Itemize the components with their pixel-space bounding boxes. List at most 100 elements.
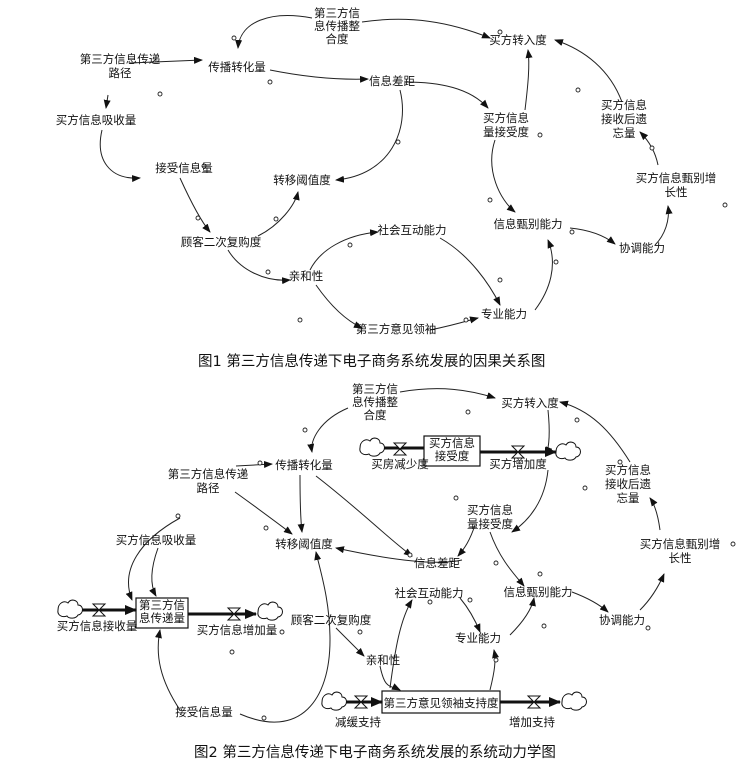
edge-f2 — [399, 388, 496, 399]
marker-dot — [347, 242, 353, 248]
edge-f2 — [545, 409, 553, 456]
node-label: 顾客二次复购度 — [291, 613, 372, 627]
node-label: 买方信息吸收量 — [116, 533, 197, 547]
node-label: 买方转入度 — [489, 33, 547, 47]
node-label: 顾客二次复购度 — [181, 235, 262, 249]
node-label: 第三方信息传递路径 — [168, 467, 249, 495]
edge-f2 — [379, 665, 401, 691]
node-label: 买方信息增加量 — [197, 623, 278, 637]
edge-f2 — [315, 475, 413, 557]
edge-f2 — [335, 546, 463, 563]
marker-dot — [257, 460, 263, 466]
marker-dot — [231, 35, 237, 41]
marker-dot — [297, 317, 303, 323]
marker-dot — [395, 139, 401, 145]
edge-f2 — [559, 400, 631, 463]
edge-f2 — [297, 474, 305, 533]
edge-f1 — [309, 229, 379, 271]
edge-f1 — [639, 131, 659, 166]
node-label: 买方信息接受度 — [429, 436, 475, 463]
edge-f2 — [125, 517, 181, 601]
node-label: 买方信息接收量 — [57, 619, 138, 633]
node-label: 接受信息量 — [175, 705, 233, 719]
sink-cloud-icon — [561, 691, 587, 711]
node-label: 专业能力 — [455, 631, 501, 645]
node-label: 专业能力 — [481, 307, 527, 321]
marker-dot — [493, 657, 499, 663]
edge-f1 — [235, 15, 313, 49]
node-label: 买方信息甄别增长性 — [640, 537, 721, 565]
node-label: 信息甄别能力 — [504, 585, 573, 599]
edge-f2 — [649, 497, 661, 531]
edge-f2 — [149, 547, 159, 597]
node-label: 转移阈值度 — [273, 173, 331, 187]
edge-f2 — [639, 573, 665, 611]
marker-dot — [453, 495, 459, 501]
marker-dot — [649, 145, 655, 151]
figure1-caption: 图1 第三方信息传递下电子商务系统发展的因果关系图 — [198, 352, 545, 370]
node-label: 协调能力 — [619, 241, 665, 255]
edge-f1 — [315, 284, 363, 329]
marker-dot — [467, 597, 473, 603]
marker-dot — [553, 259, 559, 265]
node-label: 传播转化量 — [275, 458, 333, 472]
edge-f2 — [459, 597, 481, 633]
edge-f1 — [335, 89, 403, 183]
edge-f1 — [491, 139, 516, 213]
edge-f1 — [439, 237, 501, 306]
edge-f1 — [534, 239, 555, 311]
node-label: 买方信息吸收量 — [56, 113, 137, 127]
node-label: 第三方信息传播整合度 — [352, 382, 398, 422]
node-label: 买方信息量接受度 — [467, 503, 513, 531]
marker-dot — [229, 649, 235, 655]
edge-f2 — [571, 591, 609, 613]
marker-dot — [722, 202, 728, 208]
edge-f1 — [269, 69, 369, 83]
marker-dot — [267, 79, 273, 85]
node-label: 信息差距 — [369, 74, 415, 88]
node-label: 买房减少度 — [371, 457, 429, 471]
marker-dot — [582, 485, 588, 491]
valve-icon — [91, 603, 107, 617]
node-label: 信息差距 — [414, 556, 460, 570]
source-cloud-icon — [57, 599, 83, 619]
node-label: 减缓支持 — [335, 715, 381, 729]
node-label: 亲和性 — [289, 269, 324, 283]
source-cloud-icon — [359, 437, 385, 457]
marker-dot — [487, 197, 493, 203]
marker-dot — [261, 715, 267, 721]
edge-f1 — [524, 49, 533, 111]
edge-f1 — [429, 316, 479, 331]
edge-f2 — [239, 551, 331, 723]
edge-f1 — [227, 249, 291, 285]
figure2-system-dynamics-diagram: 第三方信息传播整合度 买方转入度 买方信息接受度 买房减少度 买方增加度 第三方… — [57, 382, 736, 761]
edge-f1 — [569, 227, 616, 245]
valve-icon — [226, 607, 242, 621]
edge-f2 — [155, 629, 181, 711]
marker-dot — [574, 417, 580, 423]
marker-dot — [497, 29, 503, 35]
valve-icon — [510, 445, 526, 459]
marker-dot — [465, 409, 471, 415]
stock-box-third-party-transfer — [135, 597, 189, 629]
marker-dot — [265, 269, 271, 275]
edge-f2 — [234, 491, 293, 535]
node-label: 社会互动能力 — [378, 223, 447, 237]
figure1-causal-diagram: 第三方信息传播整合度 买方转入度 第三方信息传递路径 传播转化量 信息差距 买方… — [56, 6, 728, 370]
edge-f1 — [179, 177, 211, 233]
marker-dot — [427, 599, 433, 605]
edge-f2 — [489, 649, 499, 691]
valve-icon — [392, 442, 408, 456]
marker-dot — [575, 87, 581, 93]
node-label: 接受信息量 — [155, 161, 213, 175]
node-label: 亲和性 — [366, 653, 401, 667]
edge-f2 — [511, 469, 549, 533]
marker-dot — [730, 541, 736, 547]
marker-dot — [302, 427, 308, 433]
edge-f1 — [654, 205, 673, 246]
marker-dot — [541, 623, 547, 629]
node-label: 第三方信息传播整合度 — [314, 6, 360, 46]
node-label: 买方信息甄别增长性 — [636, 171, 717, 199]
sink-cloud-icon — [555, 441, 581, 461]
node-label: 第三方信息传递路径 — [80, 52, 161, 80]
